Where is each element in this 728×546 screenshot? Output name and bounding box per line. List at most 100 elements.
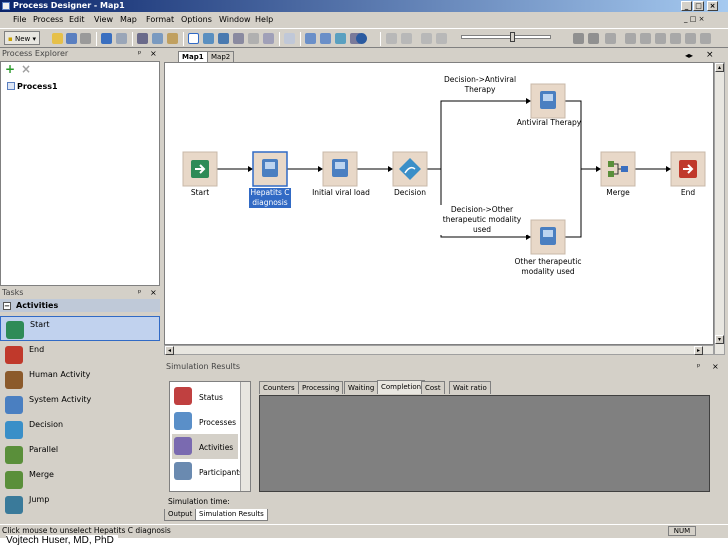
size-icon[interactable]	[670, 33, 681, 44]
tab-map1[interactable]: Map1	[178, 51, 208, 62]
menu-file[interactable]: File	[13, 15, 27, 24]
zoom-in-icon[interactable]	[305, 33, 316, 44]
menu-view[interactable]: View	[94, 15, 113, 24]
paste-icon[interactable]	[167, 33, 178, 44]
help-icon[interactable]	[356, 33, 367, 44]
copy-icon[interactable]	[152, 33, 163, 44]
menu-help[interactable]: Help	[255, 15, 274, 24]
tree-item-process1[interactable]: Process1	[17, 82, 58, 91]
node-other-therapeutic-modality[interactable]	[530, 219, 566, 255]
sim-item-activities[interactable]: Activities	[172, 434, 238, 459]
zoom-out-icon[interactable]	[320, 33, 331, 44]
node-initial-viral-load[interactable]	[322, 151, 358, 187]
back-icon[interactable]	[640, 33, 651, 44]
rotate-icon[interactable]	[685, 33, 696, 44]
grid-icon[interactable]	[263, 33, 274, 44]
sim-item-status[interactable]: Status	[172, 384, 238, 409]
node-antiviral-therapy[interactable]	[530, 83, 566, 119]
pointer-icon[interactable]	[188, 33, 199, 44]
tab-simulation-results[interactable]: Simulation Results	[195, 509, 268, 521]
close-button[interactable]: ×	[707, 1, 718, 11]
activities-group[interactable]: − Activities	[0, 299, 160, 312]
map-vertical-scrollbar[interactable]: ▴ ▾	[714, 62, 725, 355]
tab-counters[interactable]: Counters	[259, 381, 299, 394]
menu-format[interactable]: Format	[146, 15, 175, 24]
map-horizontal-scrollbar[interactable]: ◂ ▸	[164, 345, 714, 355]
print-icon[interactable]	[80, 33, 91, 44]
task-parallel[interactable]: Parallel	[0, 442, 160, 467]
new-button[interactable]: ▪ New ▾	[4, 31, 41, 45]
ungroup-icon[interactable]	[605, 33, 616, 44]
node-decision[interactable]	[392, 151, 428, 187]
scroll-down-button[interactable]: ▾	[715, 335, 724, 344]
task-start[interactable]: Start	[0, 316, 160, 341]
tab-scroll-icon[interactable]: ◂▸	[685, 51, 694, 60]
sim-item-participants[interactable]: Participants	[172, 459, 243, 484]
tab-map2[interactable]: Map2	[207, 51, 235, 62]
scroll-up-button[interactable]: ▴	[715, 63, 724, 72]
tab-processing[interactable]: Processing	[298, 381, 344, 394]
distribute-icon[interactable]	[655, 33, 666, 44]
node-hepatitis-c-diagnosis[interactable]	[252, 151, 288, 187]
stop-icon[interactable]	[421, 33, 432, 44]
pin-icon[interactable]: ᵖ	[138, 49, 142, 58]
speed-slider[interactable]	[461, 32, 551, 42]
play-icon[interactable]	[386, 33, 397, 44]
save-icon[interactable]	[66, 33, 77, 44]
add-icon[interactable]: +	[5, 62, 16, 76]
task-system-activity[interactable]: System Activity	[0, 392, 160, 417]
slider-knob[interactable]	[510, 32, 515, 42]
close-icon[interactable]: ×	[150, 49, 157, 58]
select-area-icon[interactable]	[248, 33, 259, 44]
tab-output[interactable]: Output	[164, 509, 197, 521]
zoom-fit-icon[interactable]	[335, 33, 346, 44]
undo-icon[interactable]	[101, 33, 112, 44]
menu-window[interactable]: Window	[219, 15, 251, 24]
align-icon[interactable]	[573, 33, 584, 44]
sim-item-processes[interactable]: Processes	[172, 409, 238, 434]
task-human-activity[interactable]: Human Activity	[0, 367, 160, 392]
image-icon[interactable]	[218, 33, 229, 44]
task-merge[interactable]: Merge	[0, 467, 160, 492]
open-icon[interactable]	[52, 33, 63, 44]
step-icon[interactable]	[436, 33, 447, 44]
task-end[interactable]: End	[0, 342, 160, 367]
minimize-button[interactable]: _	[681, 1, 692, 11]
tab-cost[interactable]: Cost	[421, 381, 445, 394]
menu-edit[interactable]: Edit	[69, 15, 85, 24]
flip-icon[interactable]	[700, 33, 711, 44]
menu-options[interactable]: Options	[181, 15, 212, 24]
tab-waiting[interactable]: Waiting	[344, 381, 379, 394]
task-decision[interactable]: Decision	[0, 417, 160, 442]
mdi-controls[interactable]: _ □ ×	[684, 15, 705, 23]
menu-process[interactable]: Process	[33, 15, 64, 24]
close-icon[interactable]: ×	[706, 50, 714, 60]
pin-icon[interactable]: ᵖ	[697, 362, 701, 371]
cut-icon[interactable]	[137, 33, 148, 44]
front-icon[interactable]	[625, 33, 636, 44]
pin-icon[interactable]: ᵖ	[138, 288, 142, 297]
group-icon[interactable]	[588, 33, 599, 44]
page-icon[interactable]	[284, 33, 295, 44]
scroll-right-button[interactable]: ▸	[694, 346, 703, 355]
list-scrollbar[interactable]	[240, 382, 250, 491]
connector-icon[interactable]	[203, 33, 214, 44]
redo-icon[interactable]	[116, 33, 127, 44]
maximize-button[interactable]: □	[693, 1, 704, 11]
zoom-tool-icon[interactable]	[233, 33, 244, 44]
tab-completion[interactable]: Completion	[377, 380, 426, 394]
close-icon[interactable]: ×	[150, 288, 157, 297]
node-merge[interactable]	[600, 151, 636, 187]
collapse-icon[interactable]: −	[3, 302, 11, 310]
task-jump[interactable]: Jump	[0, 492, 160, 517]
node-start[interactable]	[182, 151, 218, 187]
node-end[interactable]	[670, 151, 706, 187]
pause-icon[interactable]	[401, 33, 412, 44]
layout-icon[interactable]	[350, 33, 361, 44]
menu-map[interactable]: Map	[120, 15, 137, 24]
remove-icon[interactable]: ×	[21, 62, 32, 76]
tab-wait-ratio[interactable]: Wait ratio	[449, 381, 491, 394]
scroll-left-button[interactable]: ◂	[165, 346, 174, 355]
process-map-canvas[interactable]: Start Hepatits C diagnosis Initial viral…	[164, 62, 714, 345]
close-icon[interactable]: ×	[712, 362, 719, 371]
